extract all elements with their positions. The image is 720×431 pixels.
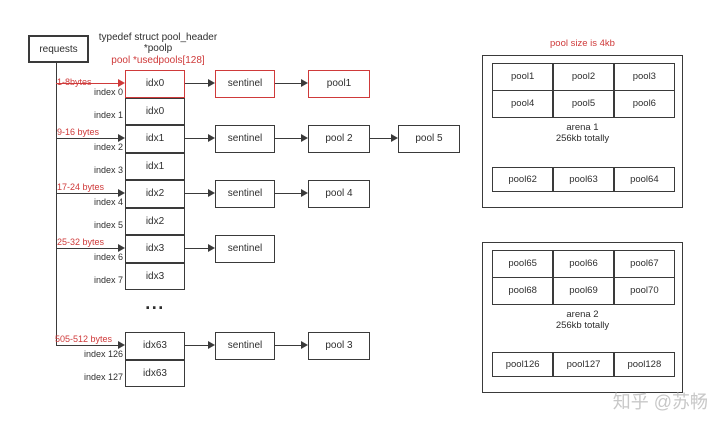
chain-arrow-row0-1-line bbox=[275, 82, 303, 84]
index-label-2: index 2 bbox=[93, 141, 123, 152]
ellipsis: ... bbox=[145, 293, 165, 313]
branch-arrow-6-head-icon bbox=[118, 244, 125, 253]
chain-arrow-row4-1-line bbox=[275, 192, 303, 194]
arena-pool-cell: pool126 bbox=[493, 353, 553, 376]
pool-box-row2-1: pool 2 bbox=[308, 125, 370, 153]
branch-arrow-4-line bbox=[56, 192, 120, 194]
requests-box: requests bbox=[28, 35, 89, 63]
size-class-label-8: 505-512 bytes bbox=[55, 333, 113, 344]
arena-pool-cell: pool1 bbox=[493, 64, 553, 90]
chain-arrow-row8-0-line bbox=[185, 344, 210, 346]
branch-arrow-8-line bbox=[56, 344, 120, 346]
chain-arrow-row8-1-line bbox=[275, 344, 303, 346]
arena-pool-cell: pool66 bbox=[553, 251, 614, 277]
branch-arrow-0-line bbox=[56, 82, 120, 84]
sentinel-box-row4-0: sentinel bbox=[215, 180, 275, 208]
index-label-7: index 7 bbox=[93, 274, 123, 285]
arena-pool-cell: pool69 bbox=[553, 278, 614, 304]
arena-pool-cell: pool63 bbox=[553, 168, 614, 191]
arena-pool-cell: pool68 bbox=[493, 278, 553, 304]
pool-box-row4-1: pool 4 bbox=[308, 180, 370, 208]
arena-pool-cell: pool64 bbox=[614, 168, 674, 191]
arena-pool-cell: pool70 bbox=[614, 278, 674, 304]
index-label-6: index 6 bbox=[93, 251, 123, 262]
index-label-8: index 126 bbox=[83, 348, 123, 359]
chain-arrow-row4-0-line bbox=[185, 192, 210, 194]
arena-1-title: arena 1 bbox=[566, 122, 599, 133]
watermark: 知乎 @苏畅 bbox=[612, 392, 708, 412]
usedpools-cell-2: idx1 bbox=[125, 125, 185, 153]
arena-pool-cell: pool6 bbox=[614, 91, 674, 117]
pool-box-row8-1: pool 3 bbox=[308, 332, 370, 360]
arena-pool-cell: pool65 bbox=[493, 251, 553, 277]
index-label-3: index 3 bbox=[93, 164, 123, 175]
struct-note-line2: *poolp bbox=[143, 43, 173, 54]
arena-pool-cell: pool128 bbox=[614, 353, 674, 376]
branch-arrow-2-head-icon bbox=[118, 134, 125, 143]
chain-arrow-row6-0-head-icon bbox=[208, 244, 215, 253]
usedpools-cell-0: idx0 bbox=[125, 70, 185, 98]
pool-box-row0-1: pool1 bbox=[308, 70, 370, 98]
arena-pool-cell: pool67 bbox=[614, 251, 674, 277]
arena-1-subtitle: 256kb totally bbox=[555, 133, 610, 144]
struct-note-line1: typedef struct pool_header bbox=[98, 32, 218, 43]
usedpools-cell-6: idx3 bbox=[125, 235, 185, 263]
index-label-1: index 1 bbox=[93, 109, 123, 120]
size-class-label-0: 1-8bytes bbox=[57, 76, 92, 87]
pool-size-note: pool size is 4kb bbox=[550, 38, 615, 49]
arena-pool-cell: pool3 bbox=[614, 64, 674, 90]
arena-pool-cell: pool127 bbox=[553, 353, 614, 376]
usedpools-cell-4: idx2 bbox=[125, 180, 185, 208]
usedpools-cell-3: idx1 bbox=[125, 152, 185, 180]
size-class-label-6: 25-32 bytes bbox=[57, 236, 105, 247]
chain-arrow-row0-1-head-icon bbox=[301, 79, 308, 88]
arena-2-subtitle: 256kb totally bbox=[555, 320, 610, 331]
chain-arrow-row2-2-line bbox=[370, 137, 393, 139]
chain-arrow-row2-0-head-icon bbox=[208, 134, 215, 143]
branch-arrow-2-line bbox=[56, 137, 120, 139]
sentinel-box-row2-0: sentinel bbox=[215, 125, 275, 153]
chain-arrow-row0-0-head-icon bbox=[208, 79, 215, 88]
branch-arrow-6-line bbox=[56, 247, 120, 249]
chain-arrow-row2-2-head-icon bbox=[391, 134, 398, 143]
branch-arrow-0-head-icon bbox=[118, 79, 125, 88]
sentinel-box-row8-0: sentinel bbox=[215, 332, 275, 360]
branch-arrow-8-head-icon bbox=[118, 341, 125, 350]
arena-pool-cell: pool62 bbox=[493, 168, 553, 191]
size-class-label-2: 9-16 bytes bbox=[57, 126, 100, 137]
usedpools-cell-5: idx2 bbox=[125, 207, 185, 235]
index-label-0: index 0 bbox=[93, 86, 123, 97]
arena-pool-cell: pool5 bbox=[553, 91, 614, 117]
chain-arrow-row2-0-line bbox=[185, 137, 210, 139]
usedpools-cell-7: idx3 bbox=[125, 262, 185, 290]
arena-pool-cell: pool2 bbox=[553, 64, 614, 90]
branch-arrow-4-head-icon bbox=[118, 189, 125, 198]
usedpools-cell-8: idx63 bbox=[125, 332, 185, 360]
chain-arrow-row2-1-head-icon bbox=[301, 134, 308, 143]
sentinel-box-row6-0: sentinel bbox=[215, 235, 275, 263]
chain-arrow-row4-1-head-icon bbox=[301, 189, 308, 198]
chain-arrow-row8-1-head-icon bbox=[301, 341, 308, 350]
size-class-label-4: 17-24 bytes bbox=[57, 181, 105, 192]
chain-arrow-row2-1-line bbox=[275, 137, 303, 139]
usedpools-cell-9: idx63 bbox=[125, 359, 185, 387]
chain-arrow-row0-0-line bbox=[185, 82, 210, 84]
arena-pool-cell: pool4 bbox=[493, 91, 553, 117]
arena-2-title: arena 2 bbox=[566, 309, 599, 320]
usedpools-cell-1: idx0 bbox=[125, 97, 185, 125]
struct-note-usedpools: pool *usedpools[128] bbox=[111, 55, 205, 66]
trunk-line bbox=[56, 63, 57, 346]
pool-box-row2-2: pool 5 bbox=[398, 125, 460, 153]
chain-arrow-row8-0-head-icon bbox=[208, 341, 215, 350]
chain-arrow-row6-0-line bbox=[185, 247, 210, 249]
index-label-4: index 4 bbox=[93, 196, 123, 207]
chain-arrow-row4-0-head-icon bbox=[208, 189, 215, 198]
index-label-5: index 5 bbox=[93, 219, 123, 230]
sentinel-box-row0-0: sentinel bbox=[215, 70, 275, 98]
index-label-9: index 127 bbox=[83, 371, 123, 382]
